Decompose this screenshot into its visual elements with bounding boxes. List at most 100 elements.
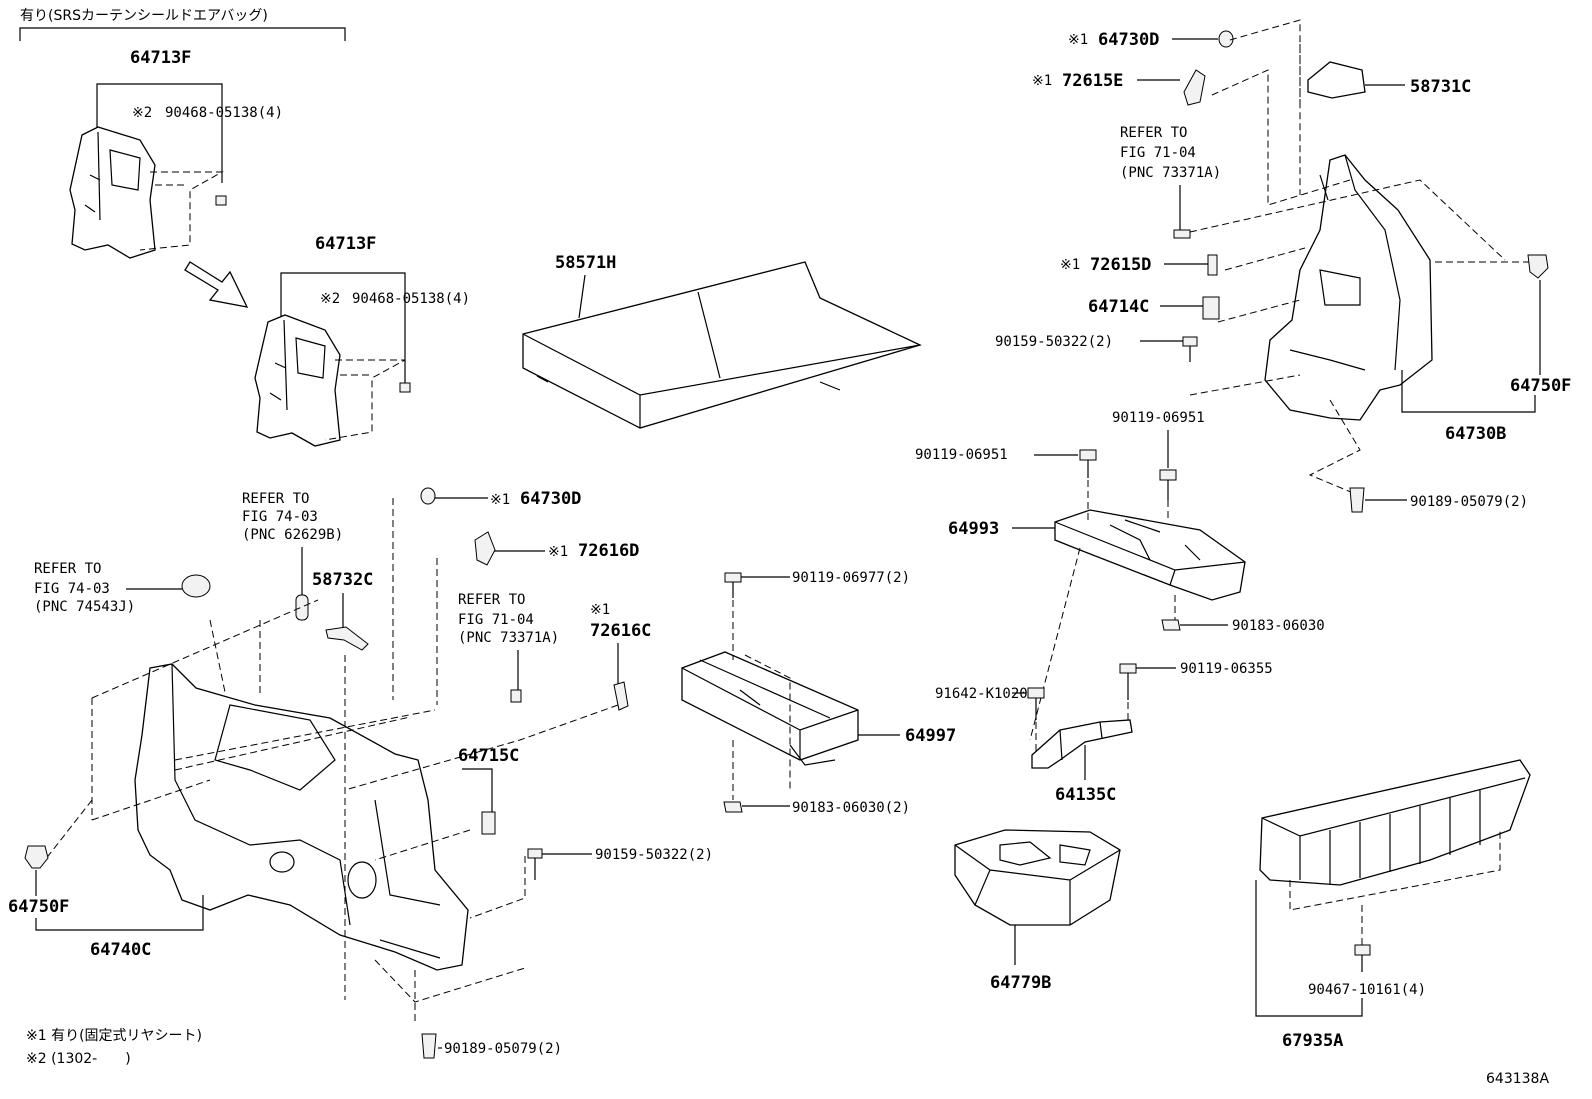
label-72616C[interactable]: 72616C [590, 621, 651, 641]
screw-90119-06951-b [1079, 449, 1097, 478]
board-58571H[interactable] [522, 261, 922, 429]
plug-62629B [295, 594, 309, 621]
cap-64730D-right [1218, 30, 1234, 48]
footnote-1: ※1 有り(固定式リヤシート) [26, 1028, 202, 1044]
label-64713F-top[interactable]: 64713F [130, 48, 191, 68]
label-90183-bottom[interactable]: 90183-06030(2) [792, 800, 910, 816]
ref-fig-7403-b-line1[interactable]: REFER TO [34, 561, 101, 577]
label-90468-mid[interactable]: 90468-05138(4) [352, 291, 470, 307]
label-91642[interactable]: 91642-K1020 [935, 686, 1028, 702]
mark-1-72616C: ※1 [590, 602, 610, 618]
label-72616D[interactable]: 72616D [578, 541, 639, 561]
clip-72616D [474, 531, 496, 566]
plate-67935A[interactable] [1259, 759, 1531, 886]
label-67935A[interactable]: 67935A [1282, 1031, 1343, 1051]
label-90159-left[interactable]: 90159-50322(2) [595, 847, 713, 863]
label-64740C[interactable]: 64740C [90, 940, 151, 960]
panel-64713F-top[interactable] [69, 126, 156, 259]
label-90159-right[interactable]: 90159-50322(2) [995, 334, 1113, 350]
panel-64713F-mid[interactable] [254, 314, 341, 447]
bracket-64714C [1202, 296, 1220, 320]
clip-64750F-left [24, 845, 49, 869]
ref-fig-7403-a-line3[interactable]: (PNC 62629B) [242, 527, 343, 543]
label-64715C[interactable]: 64715C [458, 746, 519, 766]
screw-90119-06977 [724, 572, 742, 598]
label-90119-06951-a[interactable]: 90119-06951 [1112, 410, 1205, 426]
clip-90189-right [1349, 487, 1365, 513]
label-90467[interactable]: 90467-10161(4) [1308, 982, 1426, 998]
label-64997[interactable]: 64997 [905, 726, 956, 746]
leader-58571H [578, 274, 586, 319]
label-90119-06355[interactable]: 90119-06355 [1180, 661, 1273, 677]
tray-64779B[interactable] [954, 829, 1121, 926]
label-64993[interactable]: 64993 [948, 519, 999, 539]
label-90189-right[interactable]: 90189-05079(2) [1410, 494, 1528, 510]
label-64730B[interactable]: 64730B [1445, 424, 1506, 444]
ref-fig-7104-a-line1[interactable]: REFER TO [1120, 125, 1187, 141]
ref-fig-7403-b-line3[interactable]: (PNC 74543J) [34, 599, 135, 615]
footnote-2: ※2 (1302- ) [26, 1051, 131, 1067]
mark-1-72616D: ※1 [548, 544, 568, 560]
mark-2-mid: ※2 [320, 291, 340, 307]
ref-fig-7104-a-line3[interactable]: (PNC 73371A) [1120, 165, 1221, 181]
label-72615D[interactable]: 72615D [1090, 255, 1151, 275]
label-64730D-right[interactable]: 64730D [1098, 30, 1159, 50]
ref-fig-7403-b-line2[interactable]: FIG 74-03 [34, 581, 110, 597]
screw-90119-06355 [1119, 663, 1137, 700]
ref-fig-7104-a-line2[interactable]: FIG 71-04 [1120, 145, 1196, 161]
clip-72615E [1183, 69, 1206, 106]
label-58731C[interactable]: 58731C [1410, 77, 1471, 97]
clip-72615D [1207, 254, 1218, 276]
trim-64740C[interactable] [134, 663, 469, 971]
mark-1-64730D-right: ※1 [1068, 32, 1088, 48]
leader-64740C [35, 895, 204, 931]
figure-id: 643138A [1486, 1071, 1549, 1087]
dash-64730B [1189, 19, 1530, 496]
direction-arrow [184, 261, 249, 308]
leader-67935A [1255, 880, 1363, 1017]
tray-64993[interactable] [1054, 509, 1246, 601]
dash-64713F-mid [324, 359, 406, 441]
label-64713F-mid[interactable]: 64713F [315, 234, 376, 254]
bolt-91642 [1027, 687, 1045, 720]
ref-fig-7403-a-line2[interactable]: FIG 74-03 [242, 509, 318, 525]
label-90468-top[interactable]: 90468-05138(4) [165, 105, 283, 121]
dash-64997 [732, 600, 791, 800]
ref-fig-7104-b-line1[interactable]: REFER TO [458, 592, 525, 608]
ref-fig-7403-a-line1[interactable]: REFER TO [242, 491, 309, 507]
trim-64730B[interactable] [1264, 154, 1433, 421]
label-64714C[interactable]: 64714C [1088, 297, 1149, 317]
dash-67935A [1289, 830, 1501, 950]
label-58732C[interactable]: 58732C [312, 570, 373, 590]
mark-1-72615D: ※1 [1060, 257, 1080, 273]
label-64779B[interactable]: 64779B [990, 973, 1051, 993]
dash-64740C [44, 498, 619, 1025]
clip-64715C [481, 811, 496, 835]
label-72615E[interactable]: 72615E [1062, 71, 1123, 91]
label-64730D-left[interactable]: 64730D [520, 489, 581, 509]
label-90119-06951-b[interactable]: 90119-06951 [915, 447, 1008, 463]
clip-90189-left [421, 1033, 437, 1059]
cap-58731C[interactable] [1307, 61, 1366, 99]
bracket-64135C[interactable] [1031, 719, 1133, 769]
leader-64713F-top [96, 83, 223, 183]
label-90189-left[interactable]: 90189-05079(2) [444, 1041, 562, 1057]
leader-64730B [1401, 370, 1536, 413]
label-64750F-right[interactable]: 64750F [1510, 376, 1571, 396]
mark-1-72615E: ※1 [1032, 73, 1052, 89]
label-90183-mid[interactable]: 90183-06030 [1232, 618, 1325, 634]
tray-64997[interactable] [681, 651, 859, 766]
ref-fig-7104-b-line2[interactable]: FIG 71-04 [458, 612, 534, 628]
label-58571H[interactable]: 58571H [555, 253, 616, 273]
ref-fig-7104-b-line3[interactable]: (PNC 73371A) [458, 630, 559, 646]
mark-1-64730D-left: ※1 [490, 492, 510, 508]
screw-90119-06951-a [1159, 469, 1177, 500]
label-64750F-left[interactable]: 64750F [8, 897, 69, 917]
nut-90183-mid [1161, 619, 1181, 631]
screw-90467 [1354, 944, 1371, 972]
clip-73371A-b [510, 689, 522, 703]
label-90119-06977[interactable]: 90119-06977(2) [792, 570, 910, 586]
clip-73371A-a [1173, 229, 1191, 239]
label-64135C[interactable]: 64135C [1055, 785, 1116, 805]
clip-90468-mid [399, 382, 411, 393]
